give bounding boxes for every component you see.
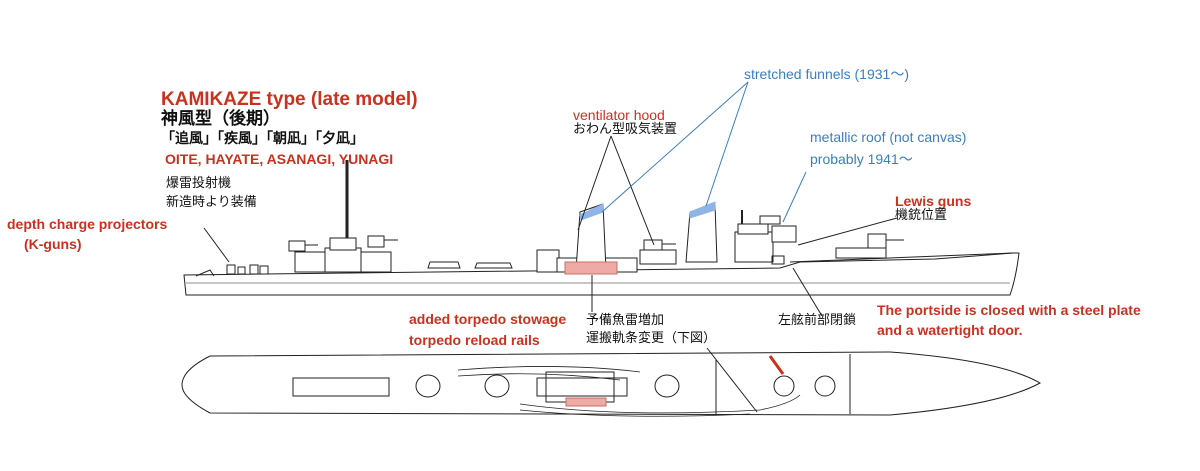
ventilator-jp: おわん型吸気装置 <box>573 122 678 137</box>
title-jp: 神風型（後期） <box>161 109 280 129</box>
depth-charge-jp-2: 新造時より装備 <box>166 195 257 210</box>
funnels-en: stretched funnels (1931～) <box>744 66 909 82</box>
ventilator-en: ventilator hood <box>573 107 665 123</box>
torpedo-jp-2: 運搬軌条変更（下図） <box>586 331 717 346</box>
roof-en-1: metallic roof (not canvas) <box>810 129 967 145</box>
torpedo-stowage-top <box>565 397 607 407</box>
depth-charge-en-2: (K-guns) <box>24 236 82 252</box>
depth-charge-jp-1: 爆雷投射機 <box>166 176 232 191</box>
portside-jp: 左舷前部閉鎖 <box>778 313 857 328</box>
ship-names-en: OITE, HAYATE, ASANAGI, YUNAGI <box>165 151 394 167</box>
title-en: KAMIKAZE type (late model) <box>161 89 418 110</box>
funnel-cap-aft <box>579 203 604 221</box>
lewis-en: Lewis guns <box>895 193 972 209</box>
torpedo-stowage-highlight <box>564 261 618 275</box>
roof-en-2: probably 1941～ <box>810 151 913 167</box>
side-profile <box>183 160 1020 296</box>
steel-plate-mark <box>768 355 785 375</box>
portside-en-2: and a watertight door. <box>877 322 1023 338</box>
torpedo-jp-1: 予備魚雷増加 <box>586 313 665 328</box>
torpedo-en-1: added torpedo stowage <box>409 311 567 327</box>
lewis-jp: 機銃位置 <box>895 208 948 223</box>
leader-lines <box>203 81 898 413</box>
hull-top <box>181 351 1042 416</box>
torpedo-en-2: torpedo reload rails <box>409 332 540 348</box>
portside-en-1: The portside is closed with a steel plat… <box>877 302 1141 318</box>
depth-charge-en-1: depth charge projectors <box>7 216 168 232</box>
top-view <box>181 351 1042 417</box>
ship-names-jp: 「追風」「疾風」「朝凪」「夕凪」 <box>161 131 364 147</box>
